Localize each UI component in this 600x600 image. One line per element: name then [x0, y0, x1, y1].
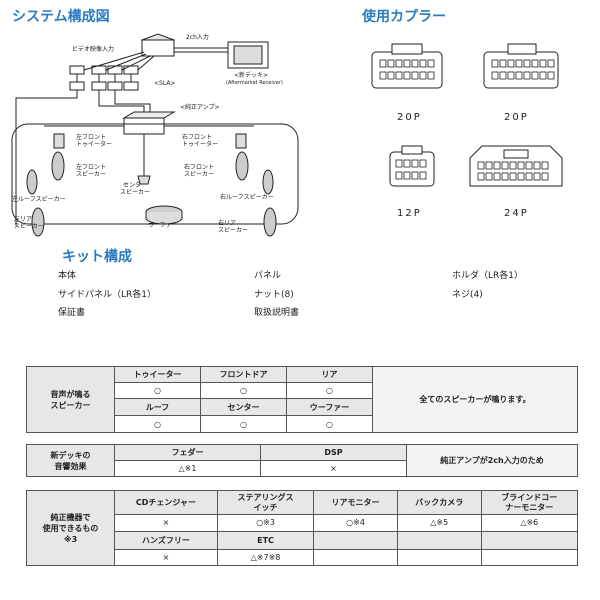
label-left-front-tweeter: 左フロント トゥイーター: [76, 134, 113, 148]
equipment-value: [313, 548, 398, 567]
speaker-value: ○: [286, 382, 373, 399]
deck-value: ×: [260, 460, 407, 477]
kit-item: サイドパネル（LR各1）: [58, 290, 156, 300]
deck-col-header: フェダー: [114, 444, 261, 461]
equipment-row-header: 純正機器で 使用できるもの ※3: [26, 490, 115, 566]
label-sla: <SLA>: [154, 80, 176, 87]
equipment-value: △※5: [396, 514, 482, 532]
equipment-value: [396, 548, 482, 567]
kit-item: 本体: [58, 271, 77, 281]
label-left-roof-speaker: 左ルーフスピーカー: [12, 196, 66, 203]
label-new-deck-sub: (Aftermarket Receiver): [226, 80, 283, 86]
label-center-speaker: センター スピーカー: [120, 182, 151, 196]
equipment-col-header: CDチェンジャー: [114, 489, 218, 516]
label-right-front-speaker: 右フロント スピーカー: [184, 164, 215, 178]
equipment-col-header: ETC: [216, 530, 315, 550]
equipment-col-header: ハンズフリー: [114, 530, 218, 550]
equipment-value: △※6: [480, 514, 579, 532]
speaker-value: ○: [114, 382, 201, 399]
speaker-col-header: フロントドア: [200, 366, 287, 383]
label-video-in: ビデオ映像入力: [72, 46, 115, 53]
coupler-label-1: 20P: [397, 112, 422, 123]
equipment-value: △※7※8: [216, 548, 315, 567]
deck-col-header: DSP: [260, 444, 407, 461]
speaker-col-header: トゥイーター: [114, 366, 201, 383]
speaker-value: ○: [200, 415, 287, 433]
equipment-col-header: [396, 530, 482, 550]
coupler-24p-icon: [469, 145, 563, 187]
speaker-col-header: ルーフ: [114, 398, 201, 416]
equipment-table: 純正機器で 使用できるもの ※3 CDチェンジャー ステアリングス イッチ リア…: [26, 489, 579, 567]
coupler-label-2: 20P: [504, 112, 529, 123]
equipment-value: [480, 548, 579, 567]
speaker-row-header: 音声が鳴る スピーカー: [26, 366, 115, 433]
equipment-col-header: リアモニター: [313, 489, 398, 516]
equipment-value: ○※4: [313, 514, 398, 532]
kit-item: ネジ(4): [452, 290, 483, 300]
label-right-rear-speaker: 右リア スピーカー: [218, 220, 249, 234]
system-diagram: ビデオ映像入力 2ch入力 <SLA> <新デッキ> (Aftermarket …: [4, 26, 304, 248]
kit-item: ホルダ（LR各1）: [452, 271, 523, 281]
deck-value: △※1: [114, 460, 261, 477]
speaker-value: ○: [286, 415, 373, 433]
system-diagram-drawing: [11, 33, 299, 237]
speaker-col-header: リア: [286, 366, 373, 383]
label-left-front-speaker: 左フロント スピーカー: [76, 164, 107, 178]
deck-effects-table: 新デッキの 音響効果 フェダー DSP 純正アンプが2ch入力のため △※1 ×: [26, 444, 578, 477]
speaker-col-header: ウーファー: [286, 398, 373, 416]
coupler-20p-b-icon: [483, 43, 559, 89]
equipment-value: ○※3: [216, 514, 315, 532]
speaker-note: 全てのスピーカーが鳴ります。: [372, 366, 578, 433]
label-right-roof-speaker: 右ルーフスピーカー: [220, 194, 274, 201]
equipment-col-header: ブラインドコー ナーモニター: [480, 489, 579, 516]
kit-item: 保証書: [58, 308, 86, 318]
label-left-rear-speaker: 左リア スピーカー: [14, 216, 45, 230]
equipment-col-header: バックカメラ: [396, 489, 482, 516]
kit-item: パネル: [254, 271, 282, 281]
equipment-value: ×: [114, 548, 218, 567]
speaker-value: ○: [200, 382, 287, 399]
label-stock-amp: <純正アンプ>: [180, 104, 220, 111]
equipment-value: ×: [114, 514, 218, 532]
equipment-col-header: [480, 530, 579, 550]
equipment-col-header: [313, 530, 398, 550]
label-new-deck: <新デッキ>: [234, 72, 269, 79]
kit-item: 取扱説明書: [254, 308, 300, 318]
kit-title: キット構成: [62, 249, 132, 265]
coupler-12p-icon: [389, 145, 435, 187]
coupler-label-4: 24P: [504, 208, 529, 219]
equipment-col-header: ステアリングス イッチ: [216, 489, 315, 516]
system-diagram-title: システム構成図: [12, 9, 110, 25]
kit-item: ナット(8): [254, 290, 294, 300]
speaker-value: ○: [114, 415, 201, 433]
label-2ch-in: 2ch入力: [186, 34, 209, 41]
speaker-col-header: センター: [200, 398, 287, 416]
label-right-front-tweeter: 右フロント トゥイーター: [182, 134, 219, 148]
coupler-title: 使用カプラー: [362, 9, 446, 25]
deck-note: 純正アンプが2ch入力のため: [406, 444, 578, 477]
deck-row-header: 新デッキの 音響効果: [26, 444, 115, 477]
speaker-table: 音声が鳴る スピーカー トゥイーター フロントドア リア 全てのスピーカーが鳴り…: [26, 366, 578, 433]
coupler-20p-a-icon: [371, 43, 443, 89]
coupler-label-3: 12P: [397, 208, 422, 219]
label-woofer: ウーファー: [148, 222, 178, 229]
